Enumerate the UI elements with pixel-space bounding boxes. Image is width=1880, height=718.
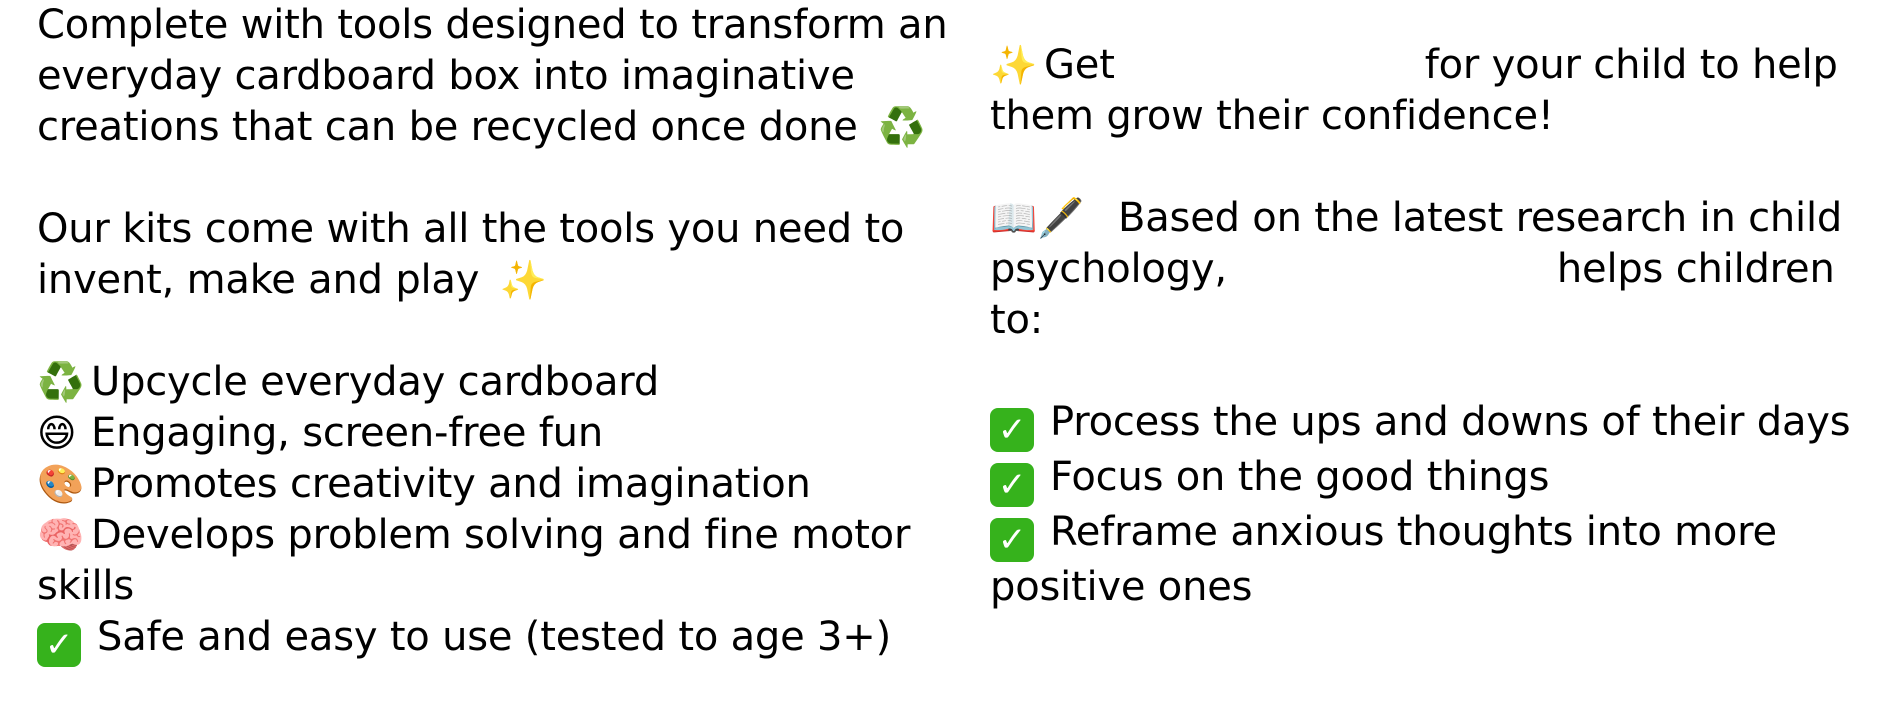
benefit-text: Process the ups and downs of their days bbox=[1050, 399, 1851, 445]
grinning-face-icon: 😄 bbox=[37, 411, 77, 455]
list-item: ✓ Safe and easy to use (tested to age 3+) bbox=[37, 612, 957, 667]
feature-text: Upcycle everyday cardboard bbox=[91, 359, 660, 405]
list-item: ✓ Focus on the good things bbox=[990, 452, 1870, 507]
check-mark-icon: ✓ bbox=[990, 518, 1034, 562]
recycle-icon: ♻️ bbox=[37, 360, 85, 404]
feature-text: Promotes creativity and imagination bbox=[91, 461, 811, 507]
check-mark-icon: ✓ bbox=[990, 463, 1034, 507]
spacer bbox=[37, 306, 957, 357]
list-item: 🎨Promotes creativity and imagination bbox=[37, 459, 957, 510]
intro-paragraph: Complete with tools designed to transfor… bbox=[37, 0, 957, 153]
list-item: 🧠Develops problem solving and fine motor… bbox=[37, 510, 957, 612]
list-item: ♻️Upcycle everyday cardboard bbox=[37, 357, 957, 408]
list-item: ✓Reframe anxious thoughts into more posi… bbox=[990, 507, 1870, 613]
feature-text: Safe and easy to use (tested to age 3+) bbox=[97, 614, 892, 660]
sparkles-icon: ✨ bbox=[499, 258, 547, 302]
check-mark-icon: ✓ bbox=[990, 408, 1034, 452]
spacer bbox=[990, 142, 1870, 193]
benefit-text: Focus on the good things bbox=[1050, 454, 1550, 500]
book-pen-icon: 📖🖋️ bbox=[990, 196, 1085, 240]
intro-text: Complete with tools designed to transfor… bbox=[37, 2, 948, 150]
feature-text: Develops problem solving and fine motor … bbox=[37, 512, 911, 609]
get-suffix: for your child to help them grow their c… bbox=[990, 42, 1838, 139]
spacer bbox=[990, 346, 1870, 397]
check-mark-icon: ✓ bbox=[37, 623, 81, 667]
get-prefix: Get bbox=[1044, 42, 1115, 88]
research-prefix: Based on the latest research in child ps… bbox=[990, 195, 1843, 292]
recycle-icon: ♻️ bbox=[878, 105, 926, 149]
benefit-list: ✓ Process the ups and downs of their days… bbox=[990, 397, 1870, 613]
spacer bbox=[37, 153, 957, 204]
brain-icon: 🧠 bbox=[37, 513, 85, 557]
kits-paragraph: Our kits come with all the tools you nee… bbox=[37, 204, 957, 306]
palette-icon: 🎨 bbox=[37, 462, 85, 506]
sparkles-icon: ✨ bbox=[990, 43, 1038, 87]
research-suffix: helps children to: bbox=[990, 246, 1835, 343]
research-paragraph: 📖🖋️Based on the latest research in child… bbox=[990, 193, 1870, 346]
left-column: Complete with tools designed to transfor… bbox=[37, 0, 957, 667]
feature-list: ♻️Upcycle everyday cardboard 😄 Engaging, … bbox=[37, 357, 957, 667]
list-item: 😄 Engaging, screen-free fun bbox=[37, 408, 957, 459]
list-item: ✓ Process the ups and downs of their days bbox=[990, 397, 1870, 452]
benefit-text: Reframe anxious thoughts into more posit… bbox=[990, 509, 1777, 610]
kits-text: Our kits come with all the tools you nee… bbox=[37, 206, 905, 303]
feature-text: Engaging, screen-free fun bbox=[91, 410, 603, 456]
